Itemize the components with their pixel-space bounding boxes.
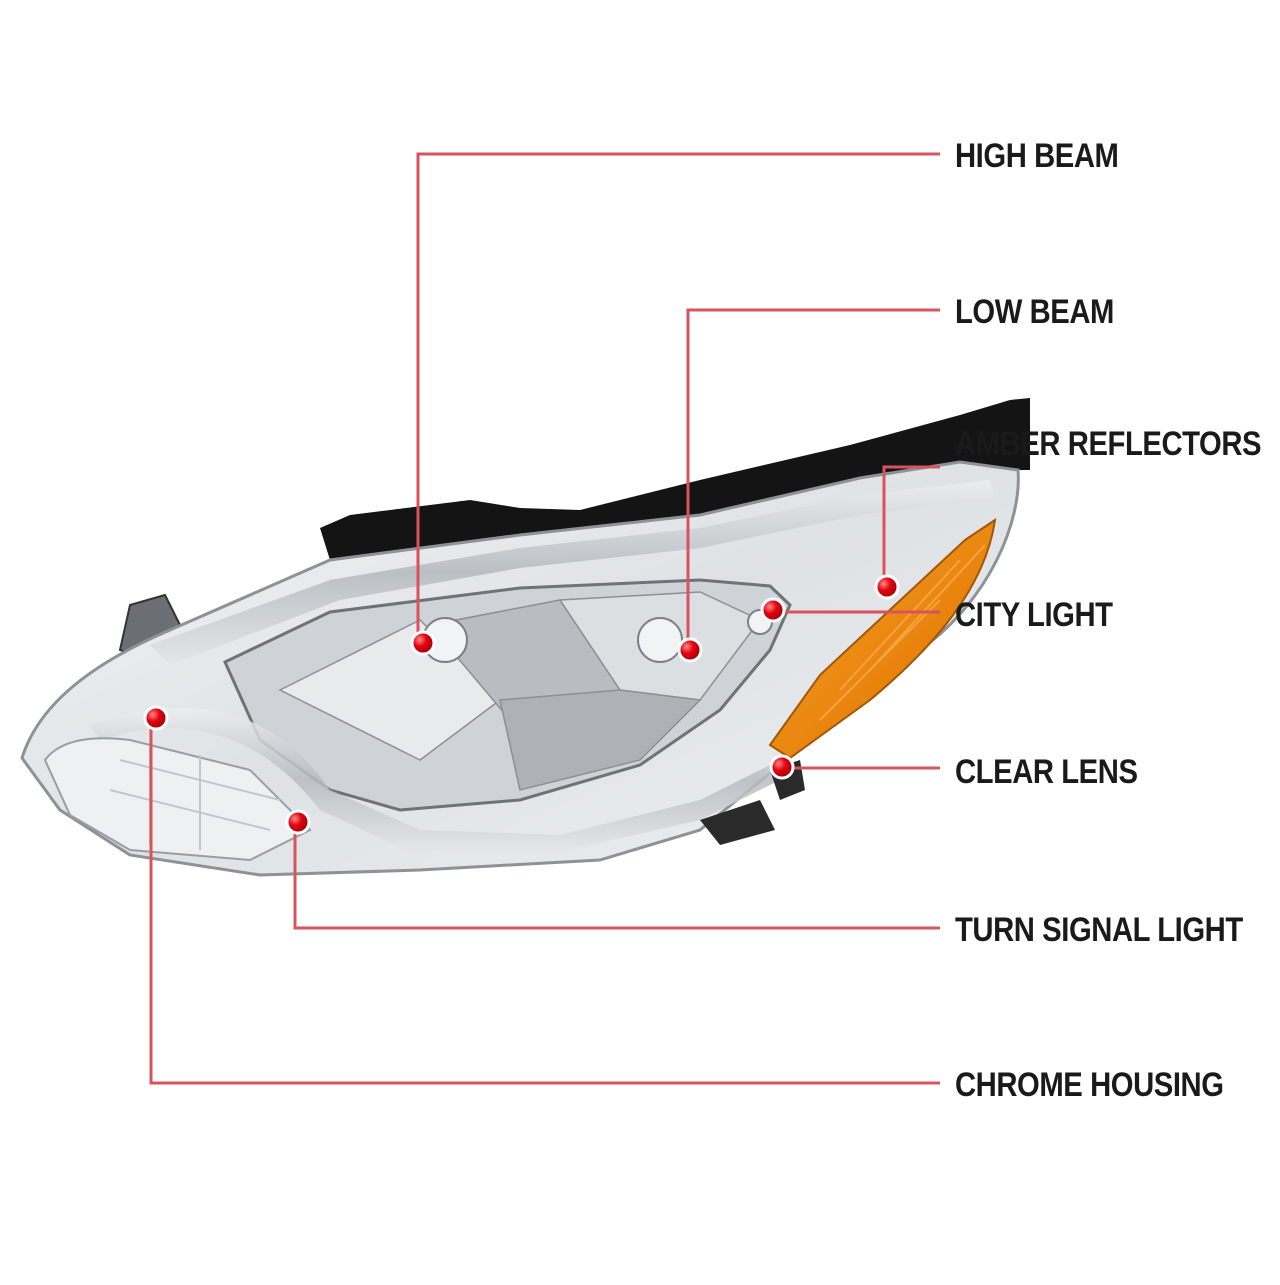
leader-low-beam: [686, 308, 940, 650]
label-low-beam: LOW BEAM: [955, 293, 1114, 331]
turn-signal-lens: [43, 737, 312, 862]
marker-low-beam: [677, 637, 703, 663]
headlight-illustration: [20, 398, 1030, 877]
label-amber-reflectors: AMBER REFLECTORS: [955, 425, 1262, 463]
chrome-strip-bottom: [90, 708, 790, 852]
marker-city-light: [760, 597, 786, 623]
marker-turn-signal-light: [285, 809, 311, 835]
label-high-beam: HIGH BEAM: [955, 137, 1119, 175]
marker-clear-lens: [769, 754, 795, 780]
leader-high-beam: [416, 152, 940, 638]
chrome-strip-top: [150, 480, 995, 665]
label-clear-lens: CLEAR LENS: [955, 753, 1138, 791]
label-chrome-housing: CHROME HOUSING: [955, 1066, 1224, 1104]
marker-chrome-housing: [143, 705, 169, 731]
leader-lines: [149, 152, 940, 1085]
rear-housing: [320, 398, 1030, 560]
low-beam-bulb: [637, 617, 683, 663]
marker-amber-reflectors: [874, 574, 900, 600]
label-turn-signal-light: TURN SIGNAL LIGHT: [955, 911, 1243, 949]
callout-markers: [143, 574, 900, 835]
leader-amber-reflectors: [882, 465, 940, 585]
label-city-light: CITY LIGHT: [955, 596, 1113, 634]
marker-high-beam: [410, 630, 436, 656]
leader-chrome-housing: [149, 718, 940, 1085]
leader-turn-signal-light: [293, 822, 940, 930]
mount-tab-bottom: [700, 800, 775, 845]
amber-reflector: [768, 517, 997, 760]
